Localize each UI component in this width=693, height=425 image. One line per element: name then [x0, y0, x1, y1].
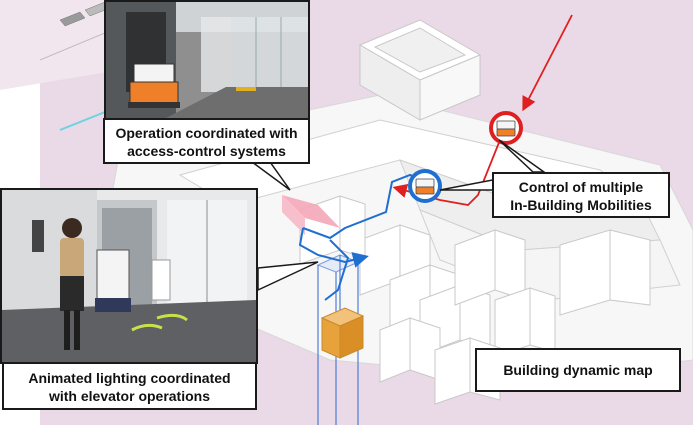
elevator-car	[320, 307, 365, 359]
robot-marker-blue	[408, 169, 442, 203]
callout-multi-mobility-control: Control of multiple In-Building Mobiliti…	[492, 172, 670, 218]
blue-route-upper	[302, 170, 434, 240]
control-label-line1: Control of multiple	[518, 179, 644, 195]
access-control-label-line2: access-control systems	[127, 143, 286, 159]
callout-access-control: Operation coordinated with access-contro…	[103, 118, 310, 164]
lighting-label-line1: Animated lighting coordinated	[28, 370, 231, 386]
access-control-label-line1: Operation coordinated with	[115, 125, 298, 141]
control-label-line2: In-Building Mobilities	[510, 197, 652, 213]
red-route-top	[522, 14, 573, 112]
access-control-door	[282, 195, 340, 228]
room-partitions	[299, 195, 651, 405]
blue-route-lower	[298, 227, 369, 268]
map-title-box: Building dynamic map	[475, 348, 681, 392]
callout-animated-lighting: Animated lighting coordinated with eleva…	[2, 362, 257, 410]
lighting-label-line2: with elevator operations	[48, 388, 211, 404]
office-corridor-photo	[104, 0, 310, 120]
blue-route-shaft	[324, 239, 350, 301]
elevator-hall-photo	[0, 188, 258, 364]
open-room-box	[358, 19, 482, 121]
map-title: Building dynamic map	[503, 362, 653, 378]
callout-pointer-elevator	[257, 261, 319, 292]
robot-marker-red	[489, 111, 523, 145]
